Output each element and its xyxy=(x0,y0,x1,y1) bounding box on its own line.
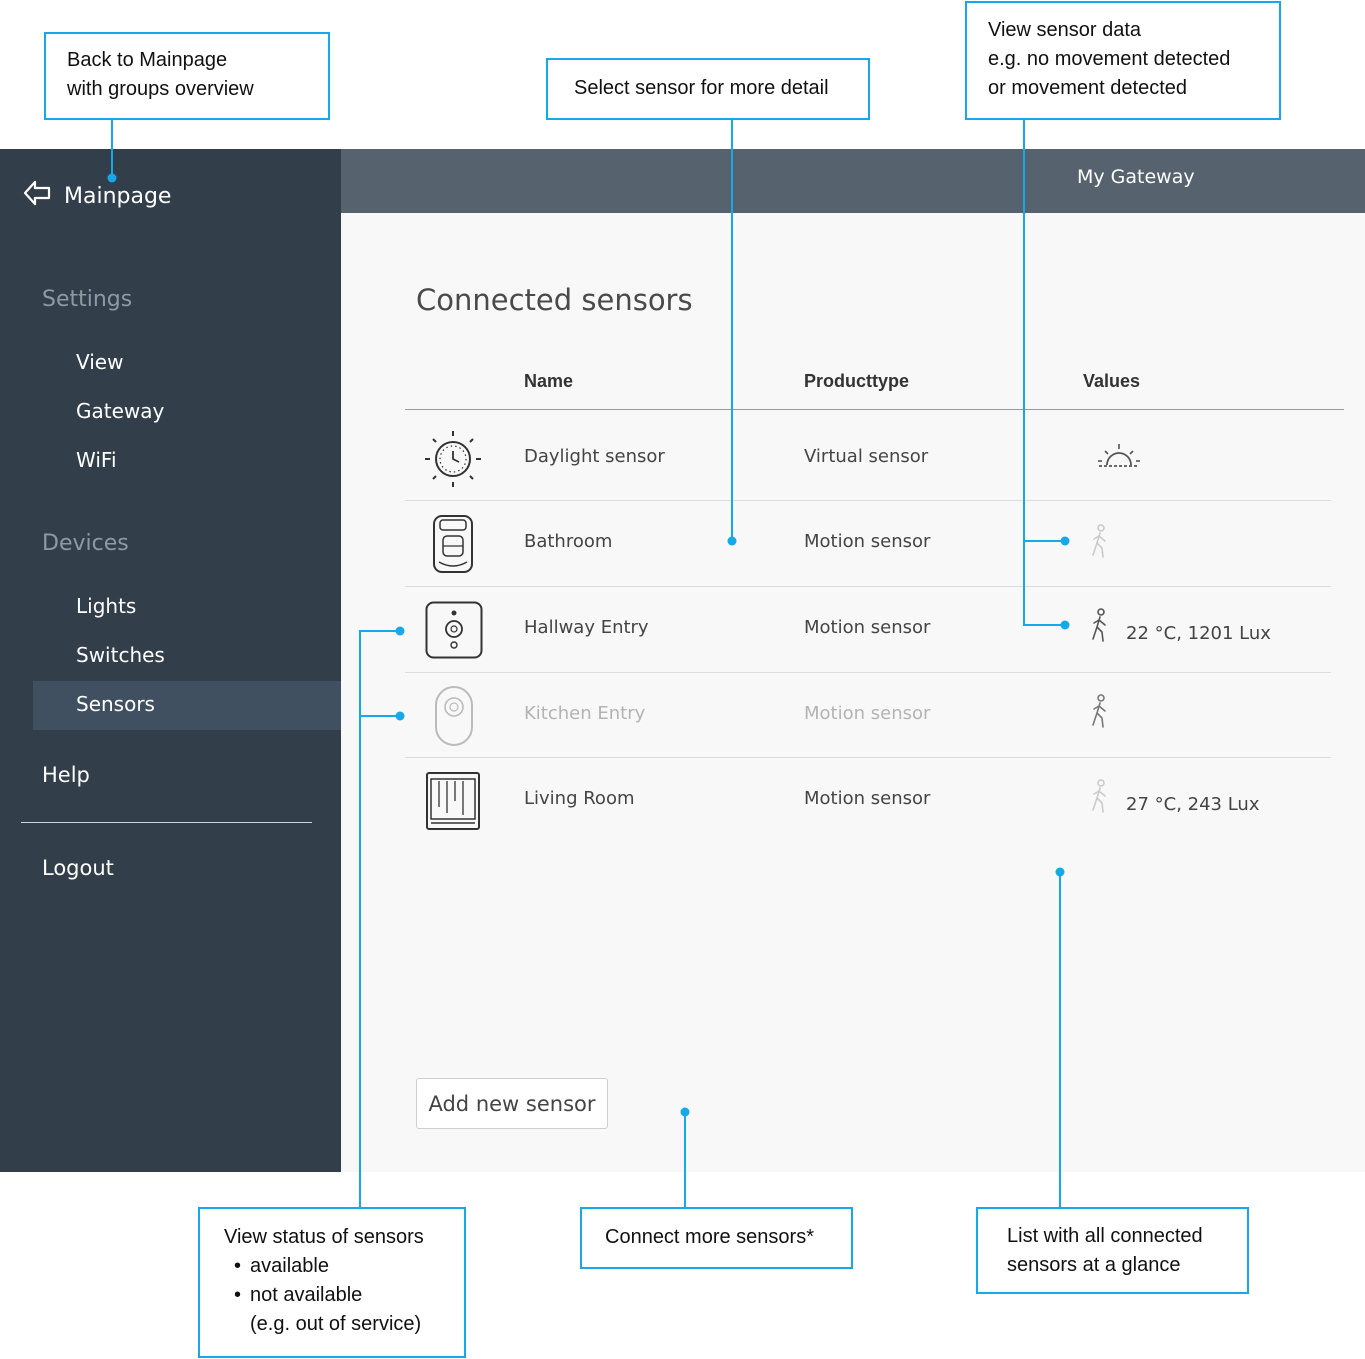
column-header-values: Values xyxy=(1083,371,1141,391)
daylight-sensor-icon xyxy=(423,429,483,494)
callout-text: sensors at a glance xyxy=(1007,1254,1181,1276)
sensor-name: Bathroom xyxy=(524,531,613,552)
status-item: not available xyxy=(234,1281,440,1310)
callout-text: View sensor data xyxy=(988,19,1142,41)
sidebar-item-help[interactable]: Help xyxy=(42,763,90,787)
arrow-left-icon xyxy=(22,179,52,213)
callout-text: Connect more sensors* xyxy=(605,1226,814,1248)
column-header-name: Name xyxy=(524,371,574,391)
callout-text: List with all connected xyxy=(1007,1225,1203,1247)
sidebar: Mainpage Settings View Gateway WiFi Devi… xyxy=(0,149,341,1172)
callout-text: with groups overview xyxy=(67,78,254,100)
sidebar-item-label: Sensors xyxy=(76,692,155,716)
sensor-type: Motion sensor xyxy=(804,703,931,724)
table-row[interactable]: Daylight sensor Virtual sensor xyxy=(405,415,1331,500)
callout-text: Back to Mainpage xyxy=(67,49,228,71)
sensor-type: Virtual sensor xyxy=(804,446,929,467)
sensor-name: Kitchen Entry xyxy=(524,703,646,724)
motion-sensor-device-icon xyxy=(432,514,474,579)
status-list: available not available xyxy=(224,1252,440,1310)
back-to-mainpage-link[interactable]: Mainpage xyxy=(22,180,171,212)
row-divider xyxy=(405,672,1331,673)
sensor-type: Motion sensor xyxy=(804,531,931,552)
table-row[interactable]: Hallway Entry Motion sensor 22 °C, 1201 … xyxy=(405,587,1331,672)
sidebar-item-lights[interactable]: Lights xyxy=(76,594,137,618)
callout-list-overview: List with all connected sensors at a gla… xyxy=(976,1207,1249,1294)
table-row[interactable]: Living Room Motion sensor 27 °C, 243 Lux xyxy=(405,758,1331,843)
row-divider xyxy=(405,586,1331,587)
sidebar-item-gateway[interactable]: Gateway xyxy=(76,399,165,423)
callout-connect-more: Connect more sensors* xyxy=(580,1207,853,1269)
main-content: Connected sensors Name Producttype Value… xyxy=(341,213,1365,1172)
callout-text: Select sensor for more detail xyxy=(574,77,829,99)
add-new-sensor-button[interactable]: Add new sensor xyxy=(416,1078,608,1129)
walking-person-icon xyxy=(1089,694,1111,733)
callout-view-sensor-data: View sensor data e.g. no movement detect… xyxy=(965,1,1281,120)
sidebar-divider xyxy=(21,822,312,823)
callout-text: e.g. no movement detected xyxy=(988,48,1231,70)
mainpage-label: Mainpage xyxy=(64,183,172,209)
sensor-name: Hallway Entry xyxy=(524,617,649,638)
column-header-producttype: Producttype xyxy=(804,371,910,391)
sensor-value: 27 °C, 243 Lux xyxy=(1126,794,1260,815)
callout-text: View status of sensors xyxy=(224,1226,424,1248)
sidebar-item-sensors[interactable]: Sensors xyxy=(33,681,341,730)
devices-section-title: Devices xyxy=(42,531,129,556)
table-row[interactable]: Bathroom Motion sensor xyxy=(405,501,1331,586)
sidebar-item-view[interactable]: View xyxy=(76,350,124,374)
sensor-type: Motion sensor xyxy=(804,788,931,809)
sensor-value: 22 °C, 1201 Lux xyxy=(1126,623,1271,644)
motion-sensor-device-icon xyxy=(434,685,474,752)
sidebar-item-switches[interactable]: Switches xyxy=(76,643,165,667)
motion-sensor-device-icon xyxy=(425,771,481,836)
walking-person-icon xyxy=(1089,779,1111,818)
row-divider xyxy=(405,500,1331,501)
callout-back-to-mainpage: Back to Mainpage with groups overview xyxy=(44,32,330,120)
callout-text: (e.g. out of service) xyxy=(250,1313,422,1335)
walking-person-icon xyxy=(1089,524,1111,563)
motion-sensor-device-icon xyxy=(425,601,483,664)
row-divider xyxy=(405,757,1331,758)
sunrise-icon xyxy=(1097,443,1141,476)
page-title: Connected sensors xyxy=(416,283,693,317)
sensor-type: Motion sensor xyxy=(804,617,931,638)
table-row[interactable]: Kitchen Entry Motion sensor xyxy=(405,673,1331,758)
settings-section-title: Settings xyxy=(42,287,133,312)
top-header: My Gateway xyxy=(341,149,1365,213)
walking-person-icon xyxy=(1089,608,1111,647)
sensor-name: Living Room xyxy=(524,788,635,809)
callout-select-sensor: Select sensor for more detail xyxy=(546,58,870,120)
gateway-title: My Gateway xyxy=(1077,166,1195,188)
sidebar-item-logout[interactable]: Logout xyxy=(42,856,114,880)
sidebar-item-wifi[interactable]: WiFi xyxy=(76,448,117,472)
sensor-name: Daylight sensor xyxy=(524,446,665,467)
callout-view-status: View status of sensors available not ava… xyxy=(198,1207,466,1358)
callout-text: or movement detected xyxy=(988,77,1187,99)
table-header-divider xyxy=(405,409,1344,410)
status-item: available xyxy=(234,1252,440,1281)
